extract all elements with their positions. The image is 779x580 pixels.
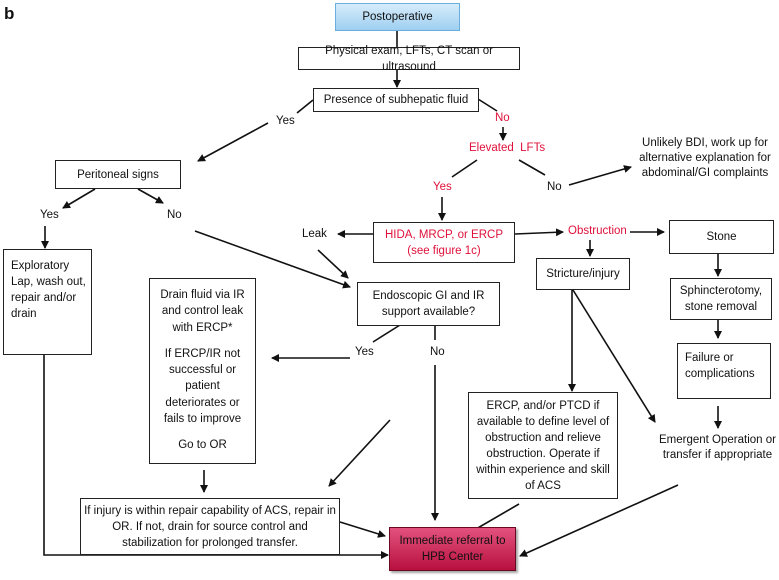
node-referral-line: HPB Center <box>421 551 484 563</box>
label-lfts-yes: Yes <box>433 181 452 193</box>
node-peritoneal-text: Peritoneal signs <box>77 168 159 181</box>
label-leak: Leak <box>302 228 327 240</box>
node-repair-line: stabilization for prolonged transfer. <box>122 536 298 549</box>
node-stricture-injury: Stricture/injury <box>536 258 630 290</box>
edge-peritoneal-no <box>137 188 164 204</box>
edge-elevated-no <box>518 159 546 176</box>
node-workup-text: Physical exam, LFTs, CT scan or ultrasou… <box>325 44 493 73</box>
node-drain-line: with ERCP* <box>172 321 233 334</box>
label-subhepatic-yes: Yes <box>276 115 295 127</box>
edge-emergent-referral <box>519 484 679 557</box>
edge-peritoneal-yes <box>62 188 96 209</box>
node-exploratory-lap: Exploratory Lap, wash out, repair and/or… <box>3 249 92 355</box>
label-endoscopic-yes: Yes <box>355 346 374 358</box>
node-hida-line: (see figure 1c) <box>407 244 481 257</box>
node-ercp-line: ERCP, and/or PTCD if <box>486 399 600 412</box>
node-ercp-line: obstruction. Operate if <box>486 447 600 460</box>
node-ercp-line: within experience and skill <box>476 463 610 476</box>
node-subhepatic-text: Presence of subhepatic fluid <box>323 94 469 106</box>
label-peritoneal-yes: Yes <box>40 209 59 221</box>
node-postoperative: Postoperative <box>335 3 460 31</box>
edge-endoscopic-yes <box>372 324 401 343</box>
node-drain-line: deteriorates or <box>165 396 240 409</box>
node-drain-line: patient <box>185 380 220 393</box>
node-repair-line: OR. If not, drain for source control and <box>112 520 308 533</box>
node-exploratory-line: drain <box>11 308 37 320</box>
node-drain-fluid: Drain fluid via IR and control leak with… <box>149 278 256 464</box>
edge-no-repair <box>328 419 391 487</box>
node-stricture-text: Stricture/injury <box>546 268 620 280</box>
node-stone: Stone <box>669 220 774 254</box>
label-endoscopic-no: No <box>430 346 445 358</box>
node-hida-mrcp-ercp: HIDA, MRCP, or ERCP (see figure 1c) <box>373 222 515 263</box>
node-peritoneal-signs: Peritoneal signs <box>55 160 181 189</box>
node-ercp-line: available to define level of <box>476 415 610 428</box>
node-endoscopic-support: Endoscopic GI and IR support available? <box>357 282 500 326</box>
node-failure-complications: Failure or complications <box>677 343 771 399</box>
edge-no-unlikely <box>568 165 632 186</box>
node-sphincterotomy: Sphincterotomy, stone removal <box>670 278 772 320</box>
node-drain-line: If ERCP/IR not <box>164 347 241 360</box>
node-endoscopic-line: Endoscopic GI and IR <box>372 290 485 302</box>
edge-subhepatic-yes <box>296 99 314 114</box>
label-emergent-line: Emergent Operation or <box>659 434 776 446</box>
edge-subhepatic-no <box>477 98 498 112</box>
node-failure-line: complications <box>685 368 755 380</box>
node-postoperative-text: Postoperative <box>362 11 433 23</box>
node-exploratory-line: Lap, wash out, <box>11 276 86 288</box>
node-failure-line: Failure or <box>685 352 734 364</box>
edge-yes-peritoneal <box>197 122 269 162</box>
label-obstruction: Obstruction <box>568 225 627 237</box>
label-unlikely-line: Unlikely BDI, work up for <box>642 137 768 149</box>
label-lfts-no: No <box>547 181 562 193</box>
node-sphincterotomy-line: stone removal <box>684 301 758 313</box>
node-ercp-line: obstruction and relieve <box>485 431 601 444</box>
node-ercp-line: of ACS <box>525 479 561 492</box>
edge-hida-obstruction <box>514 228 564 237</box>
edge-repair-referral <box>339 521 386 538</box>
node-subhepatic-fluid: Presence of subhepatic fluid <box>313 88 479 112</box>
label-subhepatic-no: No <box>495 112 510 124</box>
edge-no-endoscopic <box>194 230 351 289</box>
edge-elevated-yes <box>451 159 478 178</box>
node-repair-in-or: If injury is within repair capability of… <box>80 498 340 555</box>
node-drain-line: fails to improve <box>163 413 242 426</box>
node-drain-line: Drain fluid via IR <box>160 289 245 301</box>
label-unlikely-line: alternative explanation for <box>639 152 771 164</box>
node-drain-line: and control leak <box>161 305 244 318</box>
node-exploratory-line: repair and/or <box>11 292 77 304</box>
edge-exploratory-referral <box>43 355 389 559</box>
node-exploratory-line: Exploratory <box>11 260 70 272</box>
label-unlikely-line: abdominal/GI complaints <box>641 167 769 179</box>
node-drain-line: successful or <box>168 364 237 377</box>
label-emergent-line: transfer if appropriate <box>662 449 773 461</box>
node-repair-line: If injury is within repair capability of… <box>84 504 336 517</box>
node-drain-line: Go to OR <box>178 439 227 452</box>
label-emergent-operation: Emergent Operation or transfer if approp… <box>655 433 779 463</box>
node-workup: Physical exam, LFTs, CT scan or ultrasou… <box>298 45 520 73</box>
label-elevated-lfts: Elevated LFTs <box>469 142 546 154</box>
label-unlikely-bdi: Unlikely BDI, work up for alternative ex… <box>635 136 775 181</box>
node-stone-text: Stone <box>706 231 737 243</box>
node-sphincterotomy-line: Sphincterotomy, <box>679 285 763 297</box>
node-referral-line: Immediate referral to <box>399 535 506 547</box>
label-peritoneal-no: No <box>167 209 182 221</box>
panel-letter: b <box>4 4 15 23</box>
node-hida-line: HIDA, MRCP, or ERCP <box>384 228 503 241</box>
edge-leak-endoscopic <box>317 249 349 279</box>
node-ercp-ptcd: ERCP, and/or PTCD if available to define… <box>468 392 618 499</box>
node-endoscopic-line: support available? <box>381 306 476 318</box>
edge-stricture-emergent <box>572 289 656 423</box>
node-immediate-referral: Immediate referral to HPB Center <box>389 527 516 571</box>
